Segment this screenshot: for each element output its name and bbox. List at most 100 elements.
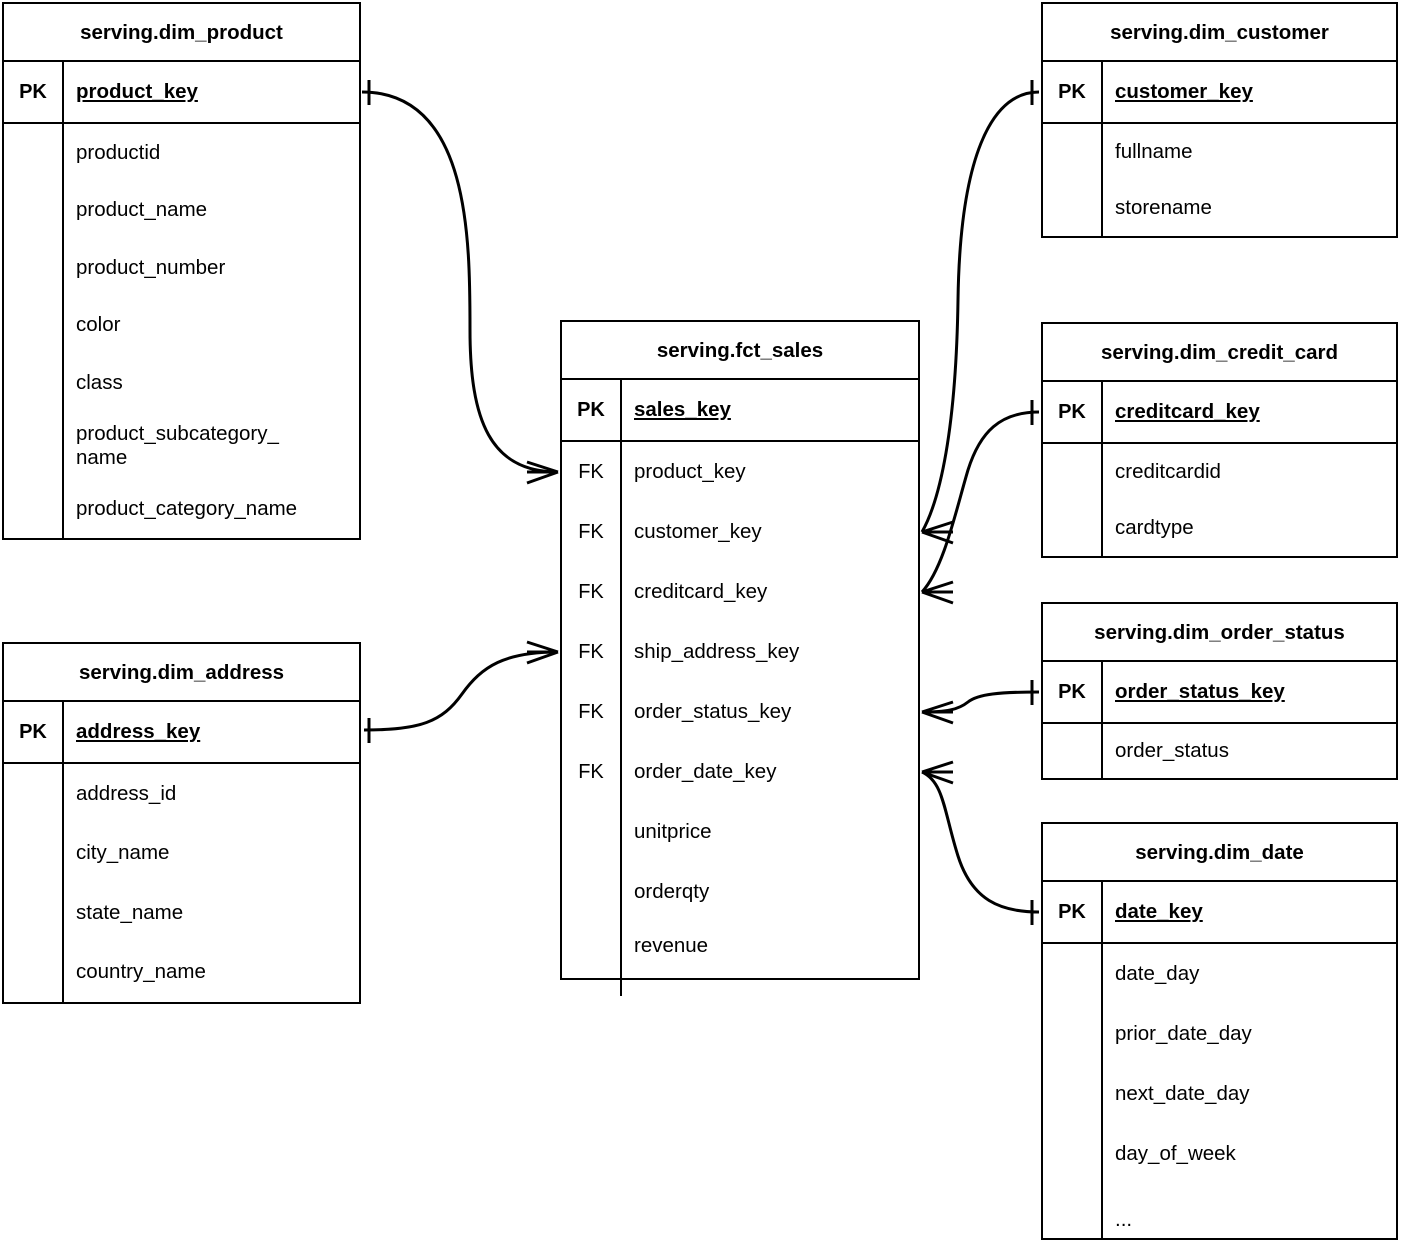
pk-name-sales-key: sales_key xyxy=(634,397,731,421)
attribute-row: next_date_day xyxy=(1115,1082,1250,1105)
attribute-block-dim-date: date_day prior_date_day next_date_day da… xyxy=(1043,944,1396,1238)
pk-marker: PK xyxy=(4,702,64,762)
fk-name-order-status-key: order_status_key xyxy=(634,699,792,723)
empty-key-column xyxy=(1043,944,1103,1238)
fk-name-order-date-key: order_date_key xyxy=(634,759,777,783)
entity-dim-credit-card[interactable]: serving.dim_credit_card PK creditcard_ke… xyxy=(1041,322,1398,558)
pk-row-dim-address: PK address_key xyxy=(4,702,359,764)
empty-key-cell xyxy=(562,862,622,922)
pk-row-dim-credit-card: PK creditcard_key xyxy=(1043,382,1396,444)
measure-row-unitprice: unitprice xyxy=(562,802,918,862)
attribute-row: color xyxy=(76,313,121,337)
attribute-list: address_id city_name state_name country_… xyxy=(64,764,359,1002)
fk-row-order-date-key: FK order_date_key xyxy=(562,742,918,802)
attribute-row: prior_date_day xyxy=(1115,1022,1252,1045)
entity-title-dim-date: serving.dim_date xyxy=(1043,824,1396,882)
fk-row-ship-address-key: FK ship_address_key xyxy=(562,622,918,682)
pk-name-date-key: date_key xyxy=(1115,899,1203,923)
relationship-credit-card xyxy=(920,400,1040,605)
fk-row-creditcard-key: FK creditcard_key xyxy=(562,562,918,622)
entity-dim-customer[interactable]: serving.dim_customer PK customer_key ful… xyxy=(1041,2,1398,238)
fk-marker: FK xyxy=(562,502,622,562)
attribute-row: product_number xyxy=(76,255,226,279)
attribute-row: cardtype xyxy=(1115,516,1194,539)
pk-marker: PK xyxy=(1043,382,1103,442)
attribute-row: fullname xyxy=(1115,140,1193,163)
attribute-row: creditcardid xyxy=(1115,460,1221,483)
attribute-row: city_name xyxy=(76,841,170,865)
pk-marker: PK xyxy=(1043,62,1103,122)
entity-title-dim-address: serving.dim_address xyxy=(4,644,359,702)
pk-name-customer-key: customer_key xyxy=(1115,79,1253,103)
pk-marker: PK xyxy=(4,62,64,122)
pk-row-dim-customer: PK customer_key xyxy=(1043,62,1396,124)
entity-title-dim-product: serving.dim_product xyxy=(4,4,359,62)
relationship-customer xyxy=(920,80,1040,545)
attribute-row: product_category_name xyxy=(76,497,298,521)
fk-name-ship-address-key: ship_address_key xyxy=(634,639,800,663)
fk-name-customer-key: customer_key xyxy=(634,519,762,543)
empty-key-cell xyxy=(562,802,622,862)
attribute-list: order_status xyxy=(1103,724,1396,778)
entity-dim-address[interactable]: serving.dim_address PK address_key addre… xyxy=(2,642,361,1004)
entity-dim-date[interactable]: serving.dim_date PK date_key date_day pr… xyxy=(1041,822,1398,1240)
fk-marker: FK xyxy=(562,622,622,682)
empty-key-column xyxy=(1043,124,1103,236)
empty-key-column xyxy=(1043,724,1103,778)
empty-key-column xyxy=(4,764,64,1002)
attribute-row: class xyxy=(76,370,123,394)
fk-name-product-key: product_key xyxy=(634,459,746,483)
attribute-row: date_day xyxy=(1115,962,1200,985)
pk-row-fct-sales: PK sales_key xyxy=(562,380,918,442)
attribute-row: address_id xyxy=(76,781,177,805)
measure-name-orderqty: orderqty xyxy=(634,879,710,903)
entity-title-dim-order-status: serving.dim_order_status xyxy=(1043,604,1396,662)
measure-row-orderqty: orderqty xyxy=(562,862,918,922)
attribute-list: creditcardid cardtype xyxy=(1103,444,1396,556)
attribute-list: productid product_name product_number co… xyxy=(64,124,359,538)
entity-title-fct-sales: serving.fct_sales xyxy=(562,322,918,380)
relationship-product xyxy=(361,80,559,485)
fk-marker: FK xyxy=(562,442,622,502)
attribute-list: fullname storename xyxy=(1103,124,1396,236)
fk-marker: FK xyxy=(562,682,622,742)
measure-name-revenue: revenue xyxy=(634,934,709,957)
empty-key-column xyxy=(4,124,64,538)
fk-row-product-key: FK product_key xyxy=(562,442,918,502)
attribute-row-ellipsis: ... xyxy=(1115,1208,1133,1231)
relationship-order-status xyxy=(921,680,1040,725)
measure-row-revenue: revenue xyxy=(562,922,918,996)
pk-row-dim-order-status: PK order_status_key xyxy=(1043,662,1396,724)
entity-title-dim-credit-card: serving.dim_credit_card xyxy=(1043,324,1396,382)
entity-title-dim-customer: serving.dim_customer xyxy=(1043,4,1396,62)
pk-marker: PK xyxy=(1043,662,1103,722)
attribute-block-dim-product: productid product_name product_number co… xyxy=(4,124,359,538)
attribute-row: country_name xyxy=(76,960,206,984)
relationship-address xyxy=(363,640,559,743)
pk-name-product-key: product_key xyxy=(76,79,198,103)
attribute-list: date_day prior_date_day next_date_day da… xyxy=(1103,944,1396,1238)
pk-marker: PK xyxy=(562,380,622,440)
attribute-block-dim-customer: fullname storename xyxy=(1043,124,1396,236)
pk-name-creditcard-key: creditcard_key xyxy=(1115,399,1260,423)
pk-row-dim-product: PK product_key xyxy=(4,62,359,124)
entity-dim-product[interactable]: serving.dim_product PK product_key produ… xyxy=(2,2,361,540)
fk-marker: FK xyxy=(562,562,622,622)
fk-name-creditcard-key: creditcard_key xyxy=(634,579,768,603)
attribute-row: product_name xyxy=(76,198,208,222)
attribute-row: day_of_week xyxy=(1115,1142,1236,1165)
pk-marker: PK xyxy=(1043,882,1103,942)
relationship-date xyxy=(921,760,1040,925)
attribute-block-dim-order-status: order_status xyxy=(1043,724,1396,778)
attribute-block-dim-credit-card: creditcardid cardtype xyxy=(1043,444,1396,556)
attribute-block-dim-address: address_id city_name state_name country_… xyxy=(4,764,359,1002)
empty-key-cell xyxy=(562,922,622,996)
attribute-row-wrapped: product_subcategory_ name xyxy=(76,422,279,469)
entity-dim-order-status[interactable]: serving.dim_order_status PK order_status… xyxy=(1041,602,1398,780)
attribute-row: storename xyxy=(1115,196,1212,219)
entity-fct-sales[interactable]: serving.fct_sales PK sales_key FK produc… xyxy=(560,320,920,996)
foreign-key-block: FK product_key FK customer_key FK credit… xyxy=(562,442,918,996)
attribute-row: productid xyxy=(76,140,161,164)
attribute-row: state_name xyxy=(76,900,184,924)
